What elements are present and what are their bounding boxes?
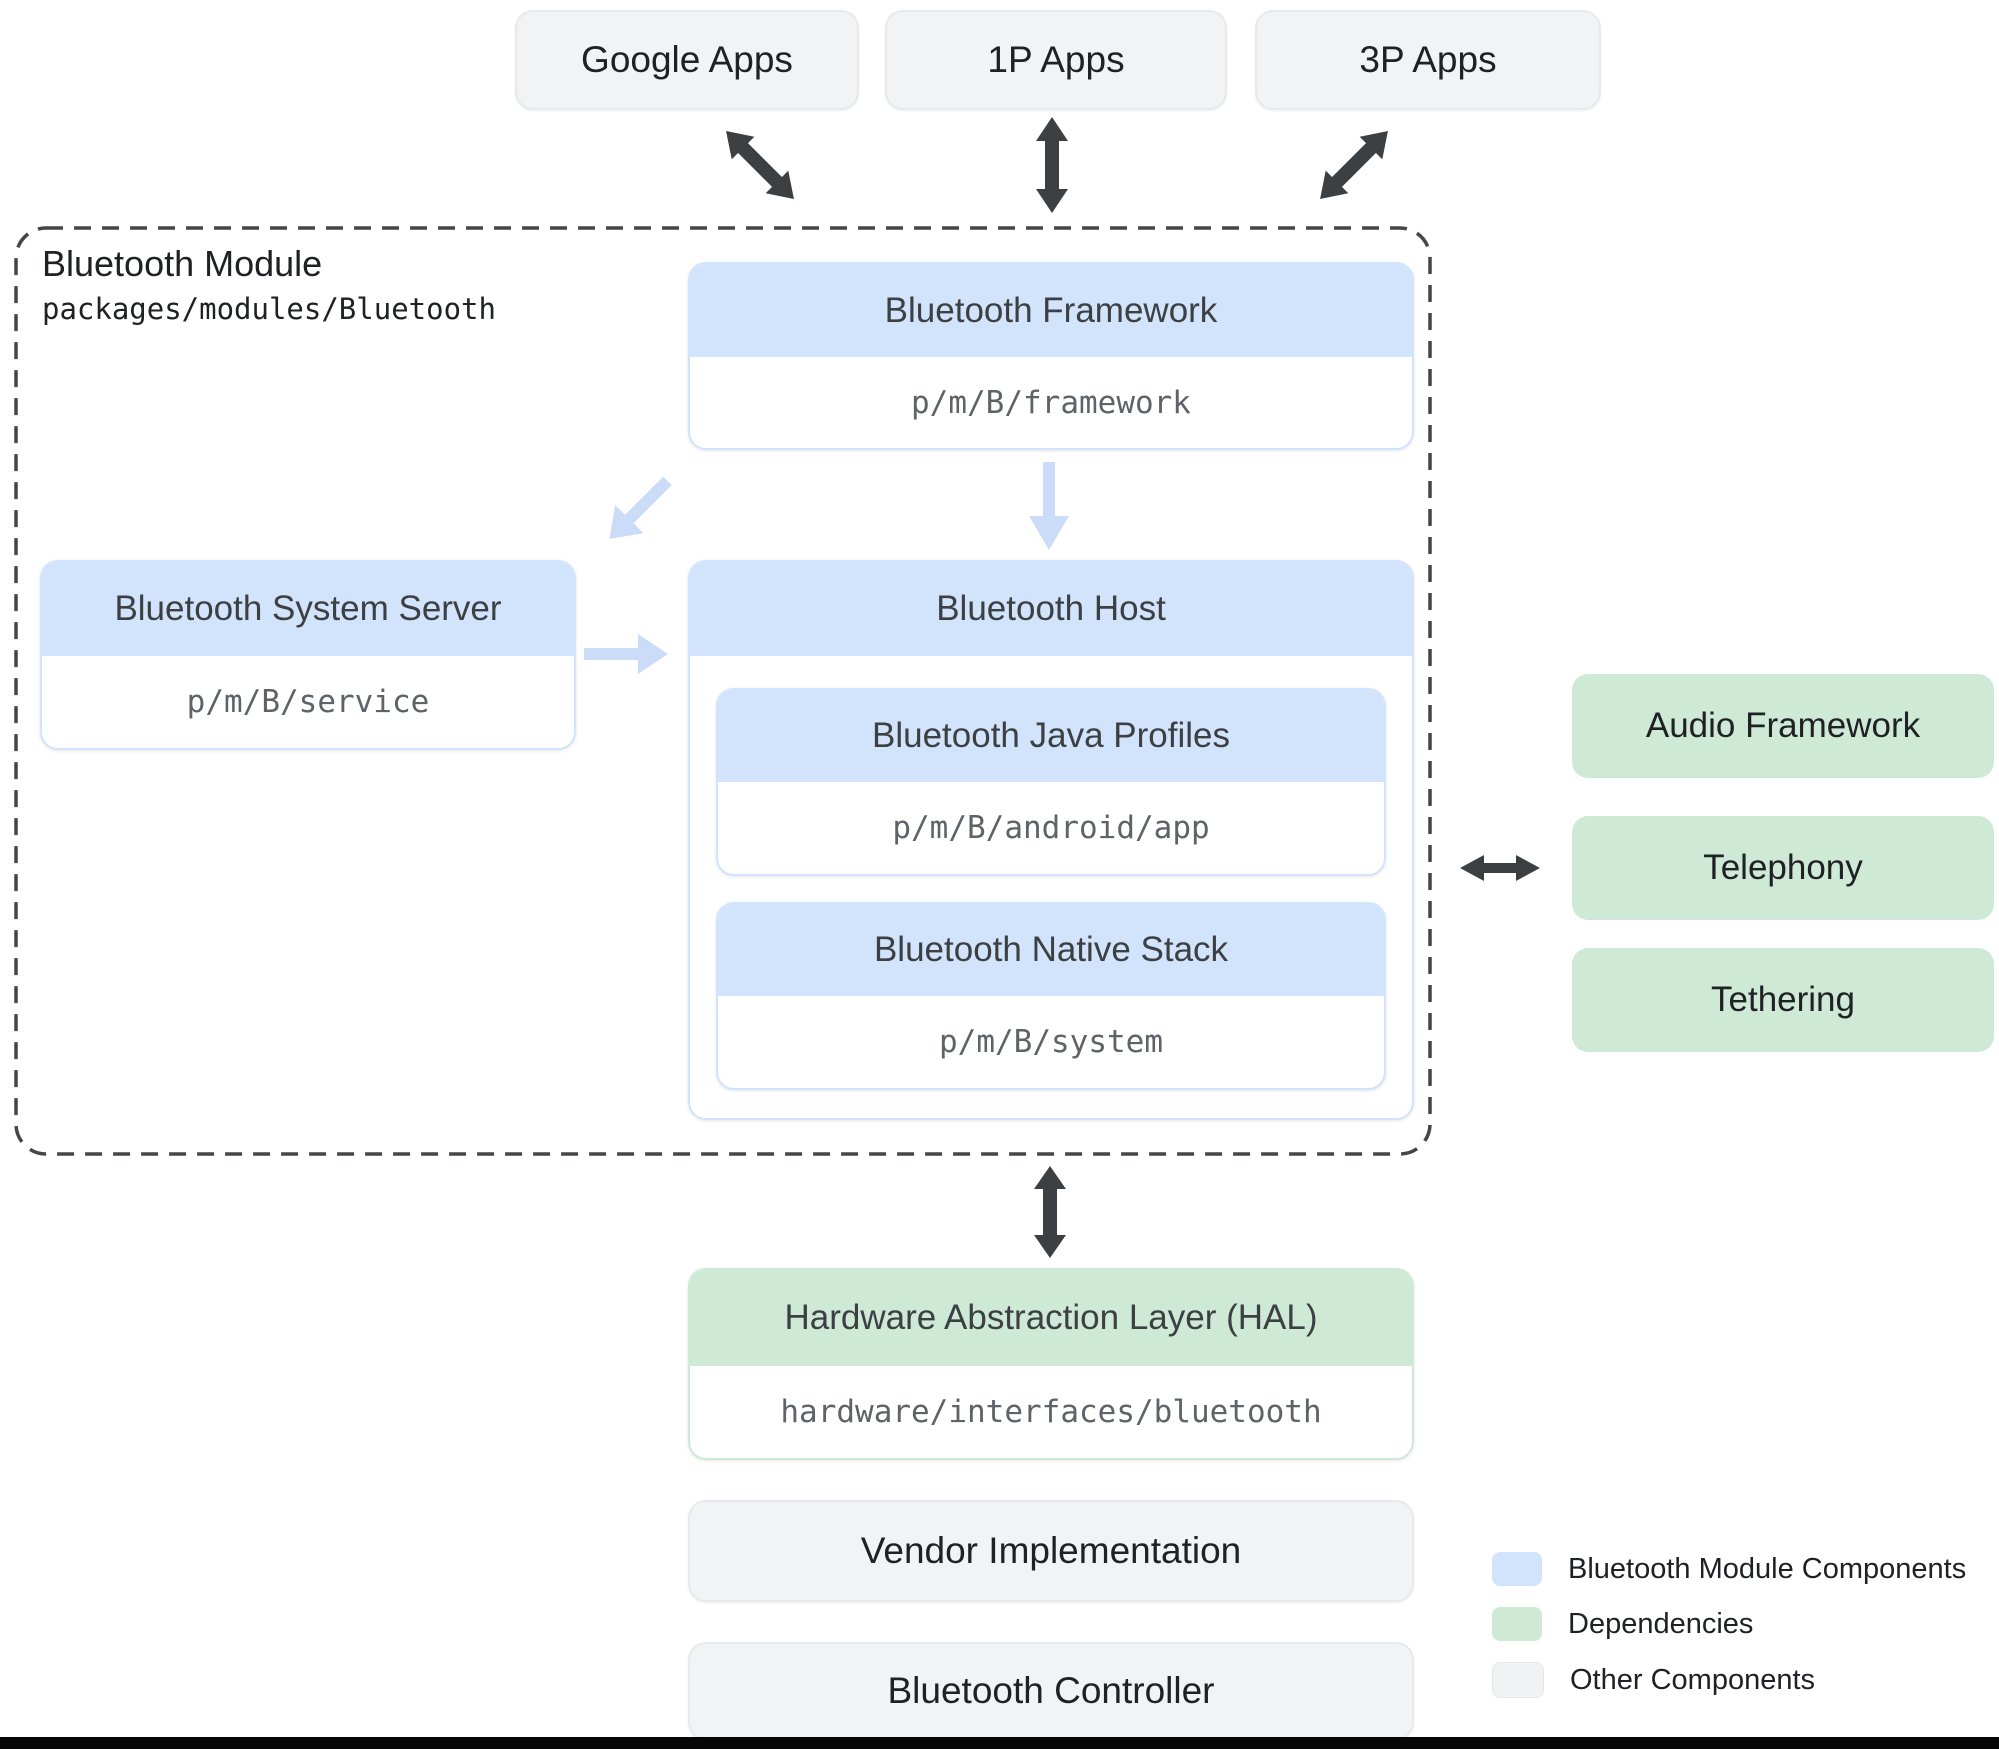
bluetooth-system-server-box: Bluetooth System Server p/m/B/service (40, 560, 576, 750)
bluetooth-system-server-title: Bluetooth System Server (42, 562, 574, 656)
bluetooth-java-profiles-title: Bluetooth Java Profiles (718, 690, 1384, 782)
dashed-border (14, 226, 1432, 1156)
bidirectional-vertical-arrow-icon (1034, 117, 1070, 213)
app-box-google-apps-label: Google Apps (581, 39, 793, 80)
bidirectional-diagonal-arrow-icon (1307, 118, 1400, 211)
legend-swatch-green (1492, 1607, 1542, 1641)
dependency-telephony-label: Telephony (1703, 848, 1863, 887)
bottom-edge-bar (0, 1737, 1999, 1749)
bidirectional-diagonal-arrow-icon (713, 118, 806, 211)
legend-label: Other Components (1570, 1663, 1816, 1696)
bluetooth-controller-label: Bluetooth Controller (887, 1670, 1215, 1711)
bidirectional-horizontal-arrow-icon (1460, 853, 1540, 883)
module-path: packages/modules/Bluetooth (42, 292, 496, 326)
flow-arrow-right-icon (584, 634, 668, 674)
flow-arrow-down-left-icon (588, 458, 672, 542)
legend-label: Dependencies (1568, 1607, 1754, 1640)
bluetooth-host-title: Bluetooth Host (690, 562, 1412, 656)
legend-swatch-gray (1492, 1662, 1544, 1698)
bluetooth-java-profiles-path: p/m/B/android/app (892, 810, 1210, 846)
vendor-implementation-label: Vendor Implementation (860, 1530, 1242, 1571)
dependency-audio-framework-label: Audio Framework (1645, 706, 1921, 745)
bluetooth-framework-path: p/m/B/framework (911, 384, 1191, 421)
vendor-implementation-box: Vendor Implementation (688, 1500, 1414, 1602)
legend-item-other-components: Other Components (1492, 1662, 1966, 1698)
hal-title: Hardware Abstraction Layer (HAL) (690, 1270, 1412, 1366)
dependency-box-tethering: Tethering (1572, 948, 1994, 1052)
flow-arrow-down-icon (1029, 462, 1069, 550)
app-box-3p-apps: 3P Apps (1255, 10, 1601, 110)
bluetooth-java-profiles-box: Bluetooth Java Profiles p/m/B/android/ap… (716, 688, 1386, 876)
bluetooth-module-container: Bluetooth Module packages/modules/Blueto… (14, 226, 1432, 1156)
dependency-box-telephony: Telephony (1572, 816, 1994, 920)
bluetooth-native-stack-title: Bluetooth Native Stack (718, 904, 1384, 996)
bluetooth-native-stack-path: p/m/B/system (939, 1024, 1163, 1060)
legend-item-dependencies: Dependencies (1492, 1607, 1966, 1641)
bluetooth-host-body: Bluetooth Java Profiles p/m/B/android/ap… (690, 656, 1412, 1118)
dependency-box-audio-framework: Audio Framework (1572, 674, 1994, 778)
bluetooth-system-server-path: p/m/B/service (186, 684, 430, 720)
app-box-1p-apps-label: 1P Apps (987, 39, 1125, 80)
bluetooth-framework-box: Bluetooth Framework p/m/B/framework (688, 262, 1414, 450)
hal-path: hardware/interfaces/bluetooth (780, 1394, 1322, 1430)
app-box-google-apps: Google Apps (515, 10, 859, 110)
bluetooth-host-box: Bluetooth Host Bluetooth Java Profiles p… (688, 560, 1414, 1120)
module-title: Bluetooth Module (42, 243, 323, 284)
bluetooth-framework-title: Bluetooth Framework (690, 264, 1412, 357)
legend-swatch-blue (1492, 1552, 1542, 1586)
hal-box: Hardware Abstraction Layer (HAL) hardwar… (688, 1268, 1414, 1460)
legend-label: Bluetooth Module Components (1568, 1552, 1967, 1585)
bluetooth-controller-box: Bluetooth Controller (688, 1642, 1414, 1740)
legend-item-module-components: Bluetooth Module Components (1492, 1552, 1966, 1586)
dependency-tethering-label: Tethering (1711, 980, 1855, 1019)
module-label: Bluetooth Module packages/modules/Blueto… (42, 242, 496, 328)
app-box-3p-apps-label: 3P Apps (1359, 39, 1497, 80)
bluetooth-native-stack-box: Bluetooth Native Stack p/m/B/system (716, 902, 1386, 1090)
app-box-1p-apps: 1P Apps (885, 10, 1227, 110)
legend: Bluetooth Module Components Dependencies… (1492, 1552, 1966, 1719)
bidirectional-vertical-arrow-icon (1032, 1166, 1068, 1258)
